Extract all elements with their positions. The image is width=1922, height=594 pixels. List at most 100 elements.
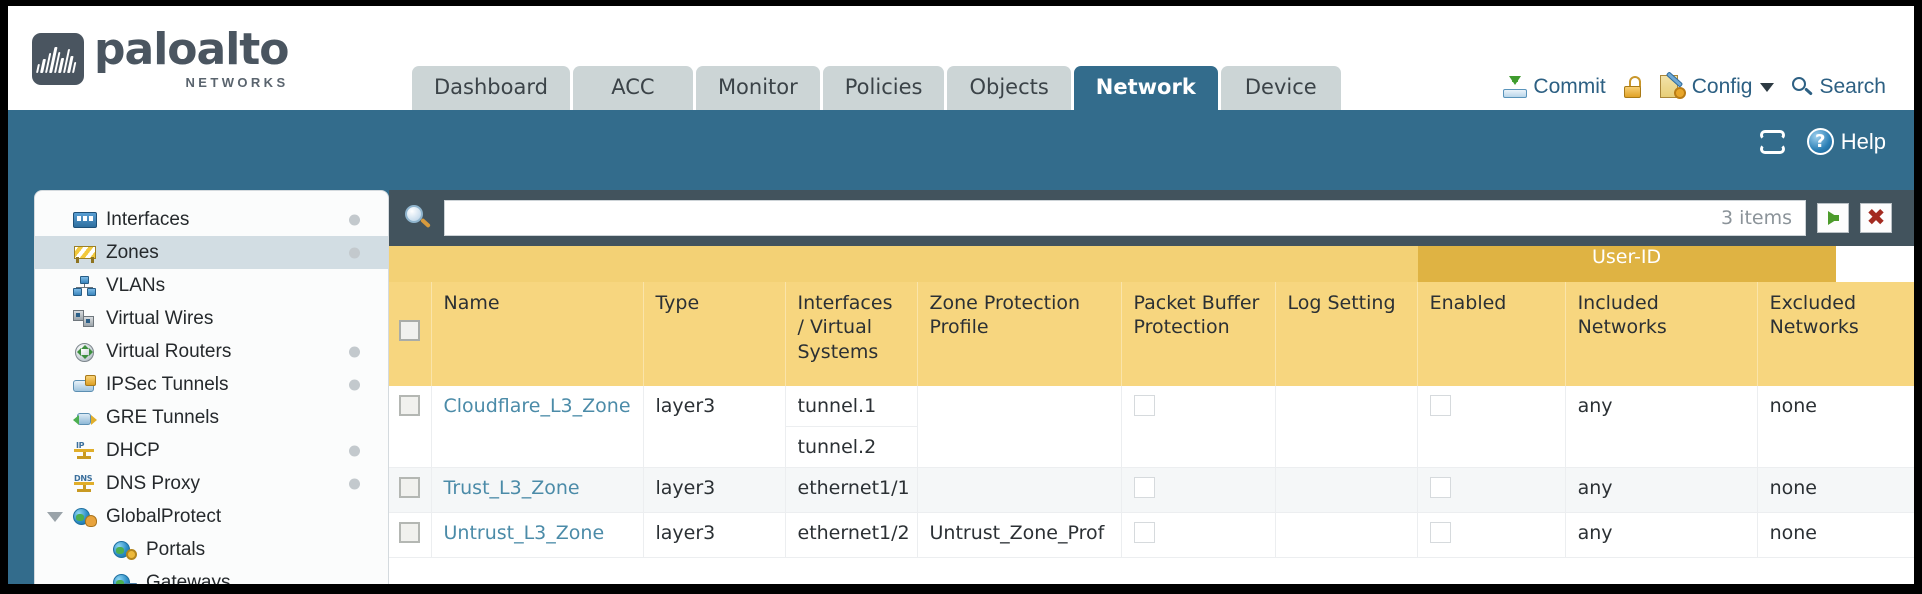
column-header-enabled[interactable]: Enabled <box>1417 282 1566 386</box>
sidebar-item-globalprotect[interactable]: GlobalProtect <box>35 500 388 533</box>
sidebar-item-label: GlobalProtect <box>106 505 222 527</box>
column-header-included-networks[interactable]: Included Networks <box>1565 282 1758 386</box>
help-icon: ? <box>1806 128 1834 155</box>
cell-packet-buffer-protection[interactable] <box>1121 512 1276 558</box>
zone-name-link[interactable]: Untrust_L3_Zone <box>443 522 605 544</box>
select-all-checkbox[interactable] <box>389 282 432 386</box>
sidebar-item-interfaces[interactable]: Interfaces <box>35 203 388 236</box>
cell-interfaces: ethernet1/2 <box>785 512 918 558</box>
status-dot <box>349 379 360 390</box>
zones-table-container: User-ID Name Type Interfaces / Virtual S… <box>389 246 1914 584</box>
virtual-wires-icon <box>73 309 97 329</box>
sidebar-item-label: Interfaces <box>106 208 190 230</box>
sidebar-item-virtual-wires[interactable]: Virtual Wires <box>35 302 388 335</box>
commit-button[interactable]: Commit <box>1503 75 1606 99</box>
column-header-name[interactable]: Name <box>431 282 644 386</box>
status-dot <box>349 478 360 489</box>
search-icon[interactable] <box>403 203 433 233</box>
sidebar-item-vlans[interactable]: VLANs <box>35 269 388 302</box>
checkbox-icon <box>399 477 421 498</box>
tab-objects[interactable]: Objects <box>947 66 1071 110</box>
cell-name[interactable]: Trust_L3_Zone <box>431 467 644 513</box>
sidebar-item-gateways[interactable]: Gateways <box>35 566 388 584</box>
checkbox-icon <box>1133 395 1155 416</box>
cell-excluded-networks: none <box>1757 467 1914 513</box>
tab-acc[interactable]: ACC <box>572 66 693 110</box>
sidebar-item-gre-tunnels[interactable]: GRE Tunnels <box>35 401 388 434</box>
cell-type: layer3 <box>643 512 786 558</box>
apply-filter-button[interactable] <box>1817 203 1849 233</box>
config-icon <box>1659 71 1686 99</box>
search-button[interactable]: Search <box>1791 75 1886 99</box>
dhcp-icon: IP <box>73 441 97 461</box>
paloalto-logo-icon <box>32 32 84 85</box>
main-content: 3 items ✖ <box>389 190 1914 584</box>
column-header-zone-protection-profile[interactable]: Zone Protection Profile <box>917 282 1122 386</box>
sidebar-item-zones[interactable]: Zones <box>35 236 388 269</box>
search-icon <box>1791 76 1814 98</box>
column-header-packet-buffer-protection[interactable]: Packet Buffer Protection <box>1121 282 1276 386</box>
clear-filter-button[interactable]: ✖ <box>1860 203 1892 233</box>
column-header-interfaces[interactable]: Interfaces / Virtual Systems <box>785 282 918 386</box>
config-label: Config <box>1691 75 1753 98</box>
sidebar-item-portals[interactable]: Portals <box>35 533 388 566</box>
column-header-type[interactable]: Type <box>643 282 786 386</box>
cell-included-networks: any <box>1565 386 1758 468</box>
column-header-log-setting[interactable]: Log Setting <box>1275 282 1418 386</box>
search-input[interactable]: 3 items <box>444 200 1806 236</box>
column-header-excluded-networks[interactable]: Excluded Networks <box>1757 282 1914 386</box>
tab-monitor[interactable]: Monitor <box>695 66 820 110</box>
brand-subtitle: NETWORKS <box>185 75 289 90</box>
cell-packet-buffer-protection[interactable] <box>1121 467 1276 513</box>
tab-dashboard[interactable]: Dashboard <box>412 66 570 110</box>
cell-packet-buffer-protection[interactable] <box>1121 386 1276 468</box>
lock-button[interactable] <box>1623 76 1643 98</box>
help-button[interactable]: ? Help <box>1806 128 1886 155</box>
zone-name-link[interactable]: Trust_L3_Zone <box>443 477 580 499</box>
sidebar-item-virtual-routers[interactable]: Virtual Routers <box>35 335 388 368</box>
row-select-checkbox[interactable] <box>389 386 432 468</box>
row-select-checkbox[interactable] <box>389 512 432 558</box>
virtual-routers-icon <box>73 342 97 362</box>
chevron-down-icon[interactable] <box>47 511 63 522</box>
tab-policies[interactable]: Policies <box>822 66 945 110</box>
cell-userid-enabled[interactable] <box>1417 386 1566 468</box>
tab-device[interactable]: Device <box>1220 66 1341 110</box>
cell-log-setting <box>1275 467 1418 513</box>
table-row[interactable]: Cloudflare_L3_Zone layer3 tunnel.1 tunne… <box>389 386 1914 468</box>
commit-label: Commit <box>1533 75 1606 98</box>
app-window: paloalto NETWORKS Dashboard ACC Monitor … <box>8 6 1914 584</box>
status-dot <box>349 214 360 225</box>
table-row[interactable]: Untrust_L3_Zone layer3 ethernet1/2 Untru… <box>389 512 1914 558</box>
cell-log-setting <box>1275 512 1418 558</box>
search-row: 3 items ✖ <box>389 190 1914 246</box>
status-dot <box>349 445 360 456</box>
group-header-user-id: User-ID <box>1417 246 1836 282</box>
brand-logo: paloalto NETWORKS <box>32 28 290 90</box>
refresh-icon[interactable] <box>1759 129 1787 154</box>
cell-userid-enabled[interactable] <box>1417 512 1566 558</box>
cell-name[interactable]: Untrust_L3_Zone <box>431 512 644 558</box>
sidebar-item-ipsec-tunnels[interactable]: IPSec Tunnels <box>35 368 388 401</box>
portals-icon <box>113 540 137 560</box>
sidebar-item-label: DNS Proxy <box>106 472 200 494</box>
sidebar-item-label: Portals <box>146 538 206 560</box>
tab-network[interactable]: Network <box>1073 66 1218 110</box>
row-select-checkbox[interactable] <box>389 467 432 513</box>
cell-name[interactable]: Cloudflare_L3_Zone <box>431 386 644 468</box>
zone-name-link[interactable]: Cloudflare_L3_Zone <box>443 395 631 417</box>
network-sidebar: Interfaces Zones <box>34 190 389 584</box>
checkbox-icon <box>399 320 421 342</box>
sidebar-item-label: DHCP <box>106 439 160 461</box>
ipsec-tunnels-icon <box>73 374 97 395</box>
close-icon: ✖ <box>1866 204 1886 231</box>
cell-type: layer3 <box>643 467 786 513</box>
checkbox-icon <box>1133 522 1155 543</box>
cell-type: layer3 <box>643 386 786 468</box>
config-menu-button[interactable]: Config <box>1659 71 1775 99</box>
table-row[interactable]: Trust_L3_Zone layer3 ethernet1/1 <box>389 467 1914 513</box>
sidebar-item-dhcp[interactable]: IP DHCP <box>35 434 388 467</box>
cell-userid-enabled[interactable] <box>1417 467 1566 513</box>
zones-icon <box>73 243 97 263</box>
sidebar-item-dns-proxy[interactable]: DNS DNS Proxy <box>35 467 388 500</box>
